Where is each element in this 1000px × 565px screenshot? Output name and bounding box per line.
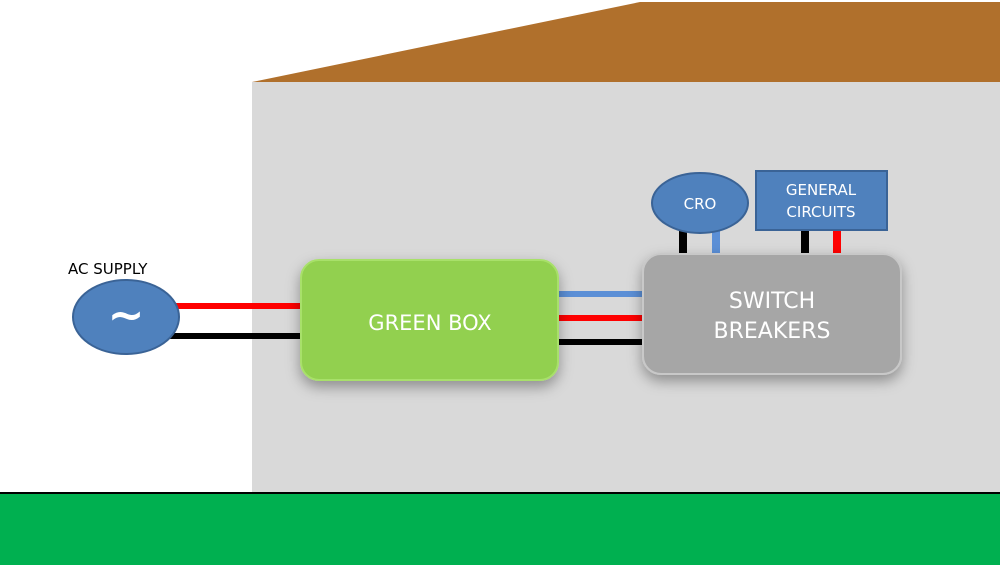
roof bbox=[252, 2, 1000, 82]
ground bbox=[0, 493, 1000, 565]
cro-label: CRO bbox=[684, 195, 717, 213]
switch-breakers-line2: BREAKERS bbox=[714, 319, 831, 344]
ac-source-icon: ~ bbox=[72, 279, 180, 355]
general-circuits-line1: GENERAL bbox=[786, 181, 857, 199]
general-circuits: GENERAL CIRCUITS bbox=[755, 170, 888, 231]
ac-supply-label: AC SUPPLY bbox=[68, 260, 148, 278]
green-box-label: GREEN BOX bbox=[368, 311, 491, 335]
cro: CRO bbox=[651, 172, 749, 234]
switch-breakers-line1: SWITCH bbox=[729, 289, 815, 314]
general-circuits-line2: CIRCUITS bbox=[786, 203, 855, 221]
green-box: GREEN BOX bbox=[300, 259, 559, 381]
switch-breakers: SWITCH BREAKERS bbox=[642, 253, 902, 375]
ac-symbol: ~ bbox=[108, 290, 145, 341]
